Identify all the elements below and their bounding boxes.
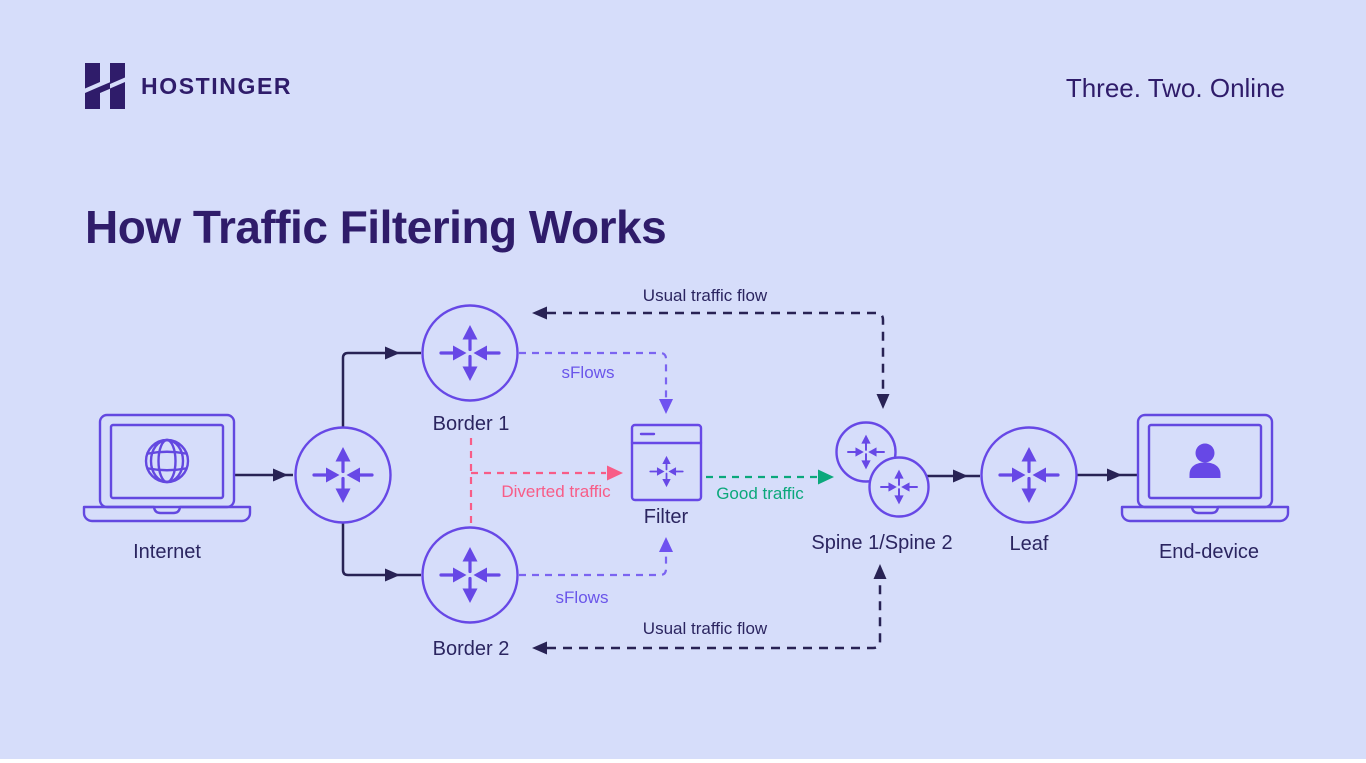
- user-icon: [1189, 443, 1221, 478]
- link-core-border1: [341, 346, 421, 428]
- hostinger-logo: HOSTINGER: [85, 63, 292, 109]
- filter-label: Filter: [644, 506, 689, 528]
- internet-label: Internet: [133, 541, 201, 563]
- globe-icon: [144, 438, 190, 484]
- internet-node: [82, 413, 252, 523]
- link-leaf-enddevice: [1077, 468, 1137, 482]
- leaf-label: Leaf: [1010, 533, 1049, 555]
- hostinger-h-icon: [85, 63, 125, 109]
- page-title: How Traffic Filtering Works: [85, 200, 667, 253]
- filter-node: [630, 423, 703, 502]
- flow-diverted: [469, 438, 623, 527]
- diverted-traffic-label: Diverted traffic: [501, 482, 611, 501]
- flow-sflows-bottom: [519, 537, 673, 577]
- end-device-label: End-device: [1159, 541, 1259, 563]
- core-router-node: [294, 426, 392, 524]
- border2-node: [421, 526, 519, 624]
- usual-traffic-bottom-label: Usual traffic flow: [643, 619, 768, 638]
- sflows-top-label: sFlows: [562, 363, 615, 382]
- link-core-border2: [341, 522, 421, 582]
- header: HOSTINGER Three. Two. Online: [0, 0, 1366, 130]
- usual-traffic-top-label: Usual traffic flow: [643, 286, 768, 305]
- spine-node: [835, 421, 930, 518]
- spine-label: Spine 1/Spine 2: [811, 532, 952, 554]
- brand-tagline: Three. Two. Online: [1065, 73, 1285, 103]
- laptop-user-icon: [1120, 413, 1290, 523]
- end-device-node: [1120, 413, 1290, 523]
- laptop-globe-icon: [82, 413, 252, 523]
- link-spine-leaf: [926, 469, 980, 483]
- border2-label: Border 2: [433, 638, 510, 660]
- bottom-white-strip: [0, 759, 1366, 763]
- leaf-node: [980, 426, 1078, 524]
- sflows-bottom-label: sFlows: [556, 588, 609, 607]
- traffic-filtering-diagram: Internet Border 1 Border 2 Filter Spine …: [82, 286, 1290, 660]
- flow-usual-top: [532, 306, 890, 409]
- border1-label: Border 1: [433, 413, 510, 435]
- flow-good: [706, 469, 834, 485]
- good-traffic-label: Good traffic: [716, 484, 804, 503]
- flow-sflows-top: [519, 351, 673, 414]
- flow-usual-bottom: [532, 564, 887, 655]
- border1-node: [421, 304, 519, 402]
- brand-wordmark: HOSTINGER: [141, 72, 293, 99]
- link-internet-core: [234, 468, 293, 482]
